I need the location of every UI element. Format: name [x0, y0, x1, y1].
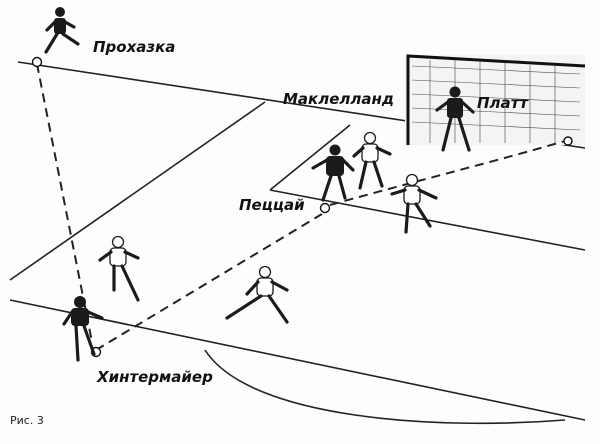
goal — [405, 54, 586, 145]
player-light-center — [225, 265, 289, 324]
label-prohazka: Прохазка — [93, 38, 175, 56]
goal-net — [411, 60, 581, 143]
player-prohazka-figure — [44, 7, 80, 54]
player-hintermayer-figure — [62, 296, 104, 362]
player-light-defender-2 — [390, 173, 438, 234]
ball-start — [31, 56, 43, 68]
near-left-line — [9, 101, 266, 281]
penalty-arc — [204, 349, 566, 425]
player-light-left — [98, 235, 140, 302]
ball-goal — [563, 136, 573, 146]
goal-frame — [406, 54, 586, 145]
label-maklelland: Маклелланд — [283, 90, 394, 108]
label-pezzai: Пеццай — [239, 196, 305, 214]
goalkeeper-figure — [435, 86, 475, 152]
pass-3 — [329, 140, 566, 206]
pass-1 — [36, 63, 93, 343]
penalty-area-side — [269, 124, 351, 191]
pass-lines — [36, 63, 566, 351]
figure-caption: Рис. 3 — [10, 414, 44, 427]
player-light-defender-1 — [352, 131, 392, 190]
ball-pezzai — [319, 202, 331, 214]
label-hintermayer: Хинтермайер — [96, 368, 213, 386]
label-platt: Платт — [477, 94, 529, 112]
penalty-area-top — [9, 299, 586, 421]
player-dark-attacker — [311, 144, 355, 202]
